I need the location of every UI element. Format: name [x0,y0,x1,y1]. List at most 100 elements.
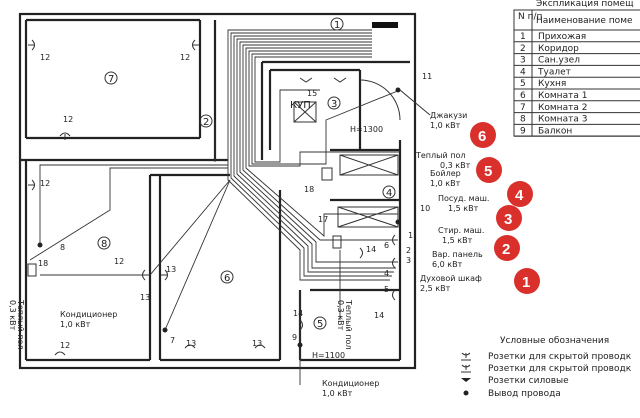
label: КУП [290,100,311,111]
marker-1: 1 [514,268,540,294]
label: H=1100 [312,351,345,360]
label: 12 [63,115,73,124]
marker-4: 4 [507,181,533,207]
table-cell-num: 8 [520,115,526,125]
table-cell-name: Коридор [538,44,579,54]
markers: 6 5 4 3 2 1 [470,122,540,294]
label: Джакузи [430,111,467,120]
label: 7 [170,336,175,345]
label: 5 [484,163,492,180]
table-cell-name: Прихожая [538,32,586,42]
label: 1,5 кВт [448,204,479,213]
label: 12 [40,179,50,188]
label: 12 [60,341,70,350]
room-4: 4 [386,188,392,199]
label: Теплый пол [344,299,353,349]
room-1: 1 [334,20,340,31]
table-cell-name: Кухня [538,79,566,89]
label: 6 [478,128,486,145]
table-cell-num: 1 [520,32,526,42]
label: Стир. маш. [438,226,484,235]
label: Кондиционер [60,310,117,319]
label: 12 [40,53,50,62]
label: Бойлер [430,169,461,178]
label: 17 [318,215,328,224]
table-cell-num: 6 [520,91,526,101]
label: 0,3 кВт [440,161,471,170]
room-5: 5 [317,319,323,330]
label: Экспликация помещ [536,0,634,9]
label: 9 [292,333,297,342]
label: 4 [515,187,524,204]
wire-bundle [29,29,401,385]
label: 1,0 кВт [430,179,461,188]
legend-title: Условные обозначения [500,336,609,346]
table-cell-num: 5 [520,79,526,89]
label: 2 [406,246,411,255]
label: 14 [374,311,384,320]
table-cell-name: Туалет [537,67,571,77]
label: Наименование поме [536,16,633,26]
outlets [27,39,401,356]
label: 3 [406,256,411,265]
table-cell-num: 2 [520,44,526,54]
label: 14 [366,245,376,254]
label: 1 [408,231,413,240]
label: 1,5 кВт [442,236,473,245]
marker-3: 3 [496,205,522,231]
explication-table: Экспликация помещ N п/п Наименование пом… [513,0,640,137]
label: 12 [180,53,190,62]
room-2: 2 [203,117,209,128]
label: 5 [384,285,389,294]
room-3: 3 [331,99,337,110]
label: Вывод провода [488,389,561,399]
label: 6,0 кВт [432,260,463,269]
label: 0,3 кВт [8,300,17,331]
table-cell-name: Комната 3 [538,115,587,125]
element-numbers: 12 12 12 12 12 12 13 13 13 13 14 14 14 1… [38,53,432,350]
label: 2 [502,241,510,258]
label: 15 [307,89,317,98]
label: N п/п [518,12,543,22]
label: Теплый пол [16,299,25,349]
table-cell-num: 7 [520,103,526,113]
appliance-labels: Джакузи 1,0 кВт Теплый пол 0,3 кВт Бойле… [8,89,489,398]
label: 13 [140,293,150,302]
label: 2,5 кВт [420,284,451,293]
label: 1,0 кВт [430,121,461,130]
table-cell-name: Комната 2 [538,103,587,113]
table-cell-num: 4 [520,67,526,77]
label: 14 [293,309,303,318]
table-cell-num: 9 [520,126,526,136]
label: Кондиционер [322,379,379,388]
marker-5: 5 [476,157,502,183]
label: 4 [384,269,389,278]
label: 6 [384,241,389,250]
table-cell-name: Сан.узел [538,56,580,66]
room-7: 7 [108,74,114,85]
legend: Условные обозначения Розетки для скрытой… [461,336,632,399]
label: 1 [522,274,530,291]
room-numbers: 1 2 3 4 5 6 7 8 [97,17,396,330]
walls [18,12,417,370]
table-cell-name: Комната 1 [538,91,587,101]
label: 1,0 кВт [60,320,91,329]
label: 3 [504,211,512,228]
label: 13 [186,339,196,348]
label: 18 [304,185,314,194]
label: 12 [114,257,124,266]
label: 10 [420,204,430,213]
label: 11 [422,72,432,81]
label: 13 [252,339,262,348]
label: Посуд. маш. [438,194,489,203]
label: 18 [38,259,48,268]
room-8: 8 [101,239,107,250]
table-cell-num: 3 [520,56,526,66]
label: 1,0 кВт [322,389,353,398]
label: Розетки для скрытой проводк [488,352,632,362]
label: Вар. панель [432,250,483,259]
label: Розетки силовые [488,376,569,386]
marker-6: 6 [470,122,496,148]
label: 0,3 кВт [336,300,345,331]
